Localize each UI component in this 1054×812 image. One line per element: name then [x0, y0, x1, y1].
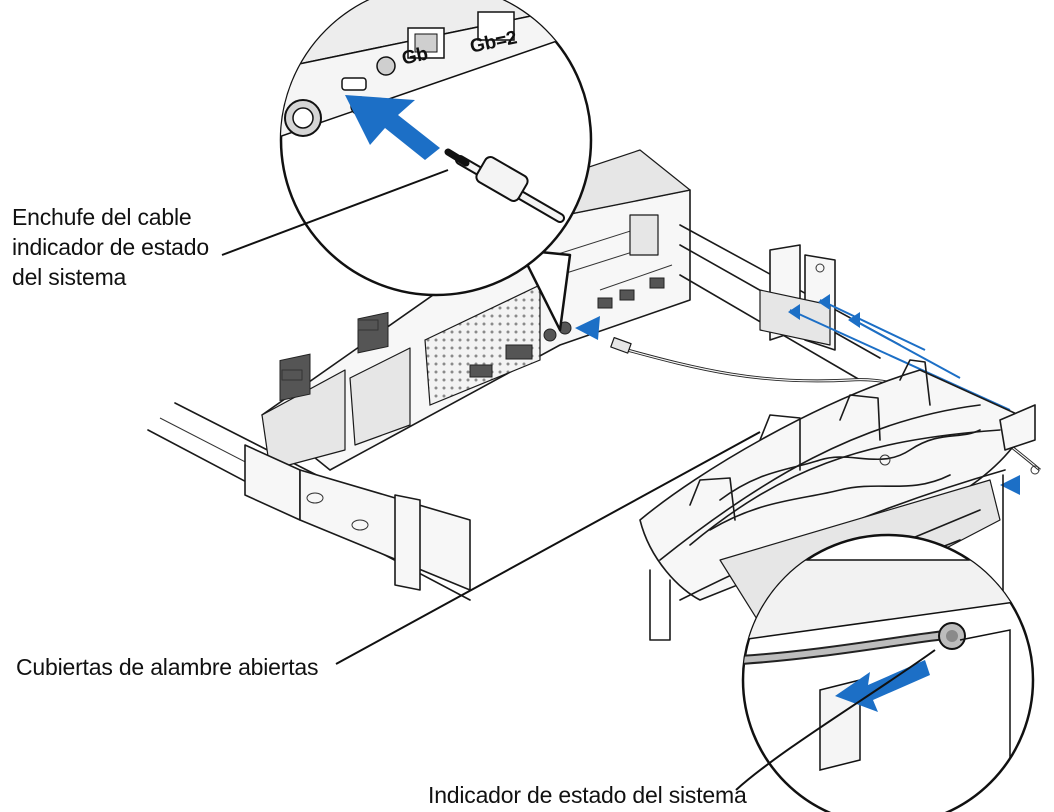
port-round-1	[543, 328, 557, 342]
indicator-magnifier	[741, 533, 1035, 812]
vent-grid	[424, 284, 541, 406]
leader-covers	[335, 431, 761, 665]
port-vga	[505, 344, 533, 360]
leader-indicator	[735, 649, 936, 791]
callout-indicator-label: Indicador de estado del sistema	[428, 782, 747, 808]
zoom-arrow	[345, 95, 440, 160]
psu-1	[261, 369, 346, 471]
callout-plug-label: Enchufe del cable indicador de estado de…	[12, 202, 209, 292]
callout-plug-line-3: del sistema	[12, 264, 127, 290]
plug-arrow	[575, 316, 600, 340]
right-rail	[679, 224, 901, 381]
callout-covers-label: Cubiertas de alambre abiertas	[16, 654, 319, 680]
callout-plug-line-2: indicador de estado	[12, 234, 209, 260]
insertion-arrows	[575, 294, 1020, 495]
port-1	[469, 364, 493, 378]
server-chassis	[147, 149, 691, 601]
leader-plug	[221, 169, 449, 256]
psu-2	[349, 347, 411, 446]
callout-plug-line-1: Enchufe del cable	[12, 204, 192, 230]
plug-magnifier	[279, 0, 593, 332]
